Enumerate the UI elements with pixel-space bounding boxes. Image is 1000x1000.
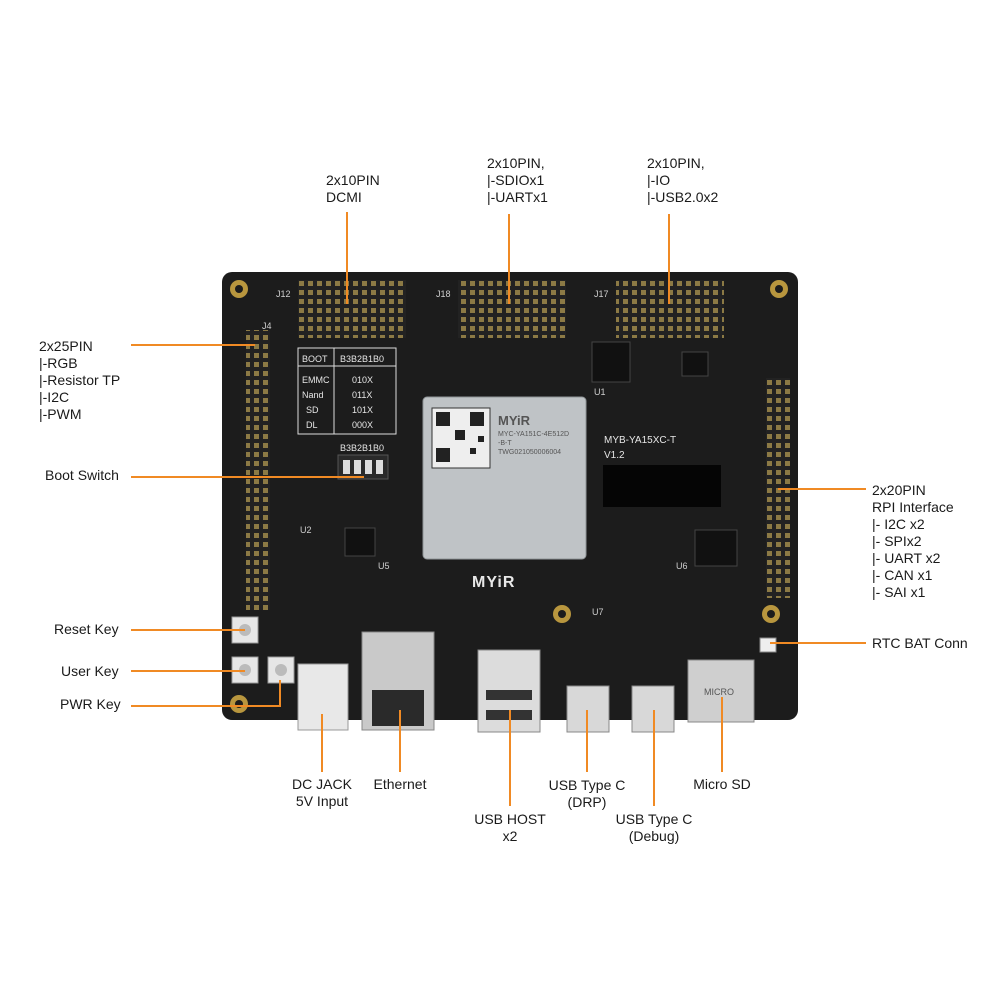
- board-logo: MYiR: [472, 574, 516, 591]
- board-name: MYB-YA15XC-T: [604, 435, 677, 446]
- som-text-line-1: MYC-YA151C-4E512D: [498, 431, 570, 438]
- callout-left-header-line-2: |-RGB: [39, 355, 78, 371]
- callout-ethernet: Ethernet: [373, 776, 427, 792]
- callout-rpi: 2x20PIN RPI Interface |- I2C x2 |- SPIx2…: [872, 482, 954, 601]
- rtc-battery-connector: [759, 637, 777, 653]
- callout-usbc-drp: USB Type C (DRP): [544, 777, 630, 811]
- boot-row-1-code: 010X: [352, 375, 374, 385]
- callout-micro-sd: Micro SD: [693, 776, 751, 792]
- callout-j18-line-1: 2x10PIN,: [487, 155, 545, 171]
- j12-header: [298, 280, 406, 338]
- callout-j17-line-1: 2x10PIN,: [647, 155, 705, 171]
- silk-j18: J18: [436, 289, 451, 299]
- callout-left-header-line-5: |-PWM: [39, 406, 82, 422]
- callout-usbc-drp-line-1: USB Type C: [548, 777, 626, 793]
- callout-dcmi-line-1: 2x10PIN: [326, 172, 380, 188]
- silk-j4: J4: [262, 321, 272, 331]
- callout-lines: [131, 212, 866, 806]
- callout-rpi-line-6: |- CAN x1: [872, 567, 933, 583]
- callout-user-key: User Key: [61, 663, 119, 679]
- callout-left-header-line-1: 2x25PIN: [39, 338, 93, 354]
- boot-row-3-mode: SD: [306, 405, 319, 415]
- callout-usbc-debug-line-2: (Debug): [628, 828, 680, 844]
- silk-u1: U1: [594, 387, 606, 397]
- callout-j18-line-3: |-UARTx1: [487, 189, 548, 205]
- som-text-line-2: -B-T: [498, 440, 512, 447]
- callout-rpi-line-4: |- SPIx2: [872, 533, 922, 549]
- callout-dc-jack-line-2: 5V Input: [295, 793, 349, 809]
- boot-row-2-mode: Nand: [302, 390, 324, 400]
- som-text: MYC-YA151C-4E512D -B-T TWG021050006004: [498, 430, 569, 457]
- chip-u4: [681, 351, 709, 377]
- callout-rpi-line-1: 2x20PIN: [872, 482, 926, 498]
- callout-dcmi-line-2: DCMI: [326, 189, 362, 205]
- callout-usbc-debug-line-1: USB Type C: [615, 811, 693, 827]
- callout-usb-host-line-2: x2: [502, 828, 518, 844]
- callout-pwr-key: PWR Key: [60, 696, 121, 712]
- callout-usb-host-line-1: USB HOST: [474, 811, 546, 827]
- callout-rpi-line-2: RPI Interface: [872, 499, 954, 515]
- callout-j17-line-2: |-IO: [647, 172, 671, 188]
- callout-left-header: 2x25PIN |-RGB |-Resistor TP |-I2C |-PWM: [39, 338, 120, 423]
- callout-j18-line-2: |-SDIOx1: [487, 172, 545, 188]
- j18-header: [458, 280, 566, 338]
- left-2x25-header: [246, 330, 270, 610]
- boot-table-head-1: BOOT: [302, 354, 328, 364]
- display-area: [603, 465, 721, 507]
- boot-switch-silk: B3B2B1B0: [340, 443, 385, 453]
- callout-dc-jack: DC JACK 5V Input: [282, 776, 362, 810]
- callout-usbc-drp-line-2: (DRP): [567, 794, 607, 810]
- boot-table-head-2: B3B2B1B0: [340, 354, 385, 364]
- callout-dc-jack-line-1: DC JACK: [292, 776, 352, 792]
- callout-usb-host: USB HOST x2: [470, 811, 550, 845]
- callout-left-header-line-3: |-Resistor TP: [39, 372, 121, 388]
- callout-rpi-line-5: |- UART x2: [872, 550, 941, 566]
- callout-rpi-line-3: |- I2C x2: [872, 516, 925, 532]
- boot-row-2-code: 011X: [352, 390, 373, 400]
- callout-reset-key: Reset Key: [54, 621, 119, 637]
- callout-boot-switch: Boot Switch: [45, 467, 119, 483]
- boot-table-box: [297, 347, 397, 435]
- chip-u5: [344, 527, 376, 557]
- silk-u5: U5: [378, 561, 390, 571]
- callout-j17: 2x10PIN, |-IO |-USB2.0x2: [647, 155, 718, 206]
- boot-row-4-code: 000X: [352, 420, 374, 430]
- som-brand: MYiR: [498, 413, 531, 428]
- silk-u7: U7: [592, 607, 604, 617]
- chip-u1: [591, 341, 631, 383]
- boot-row-3-code: 101X: [352, 405, 374, 415]
- callout-dcmi: 2x10PIN DCMI: [326, 172, 380, 206]
- chip-u6: [694, 529, 738, 567]
- micro-sd-silk: MICRO: [704, 687, 734, 697]
- boot-row-4-mode: DL: [306, 420, 318, 430]
- board-version: V1.2: [604, 450, 625, 461]
- boot-row-1-mode: EMMC: [302, 375, 330, 385]
- silk-j17: J17: [594, 289, 609, 299]
- callout-left-header-line-4: |-I2C: [39, 389, 70, 405]
- silk-u6: U6: [676, 561, 688, 571]
- callout-rpi-line-7: |- SAI x1: [872, 584, 926, 600]
- silk-u2: U2: [300, 525, 312, 535]
- callout-j18: 2x10PIN, |-SDIOx1 |-UARTx1: [487, 155, 548, 206]
- callout-j17-line-3: |-USB2.0x2: [647, 189, 719, 205]
- callout-rtc: RTC BAT Conn: [872, 635, 968, 651]
- silk-j12: J12: [276, 289, 291, 299]
- callout-usbc-debug: USB Type C (Debug): [611, 811, 697, 845]
- som-text-line-3: TWG021050006004: [498, 449, 562, 456]
